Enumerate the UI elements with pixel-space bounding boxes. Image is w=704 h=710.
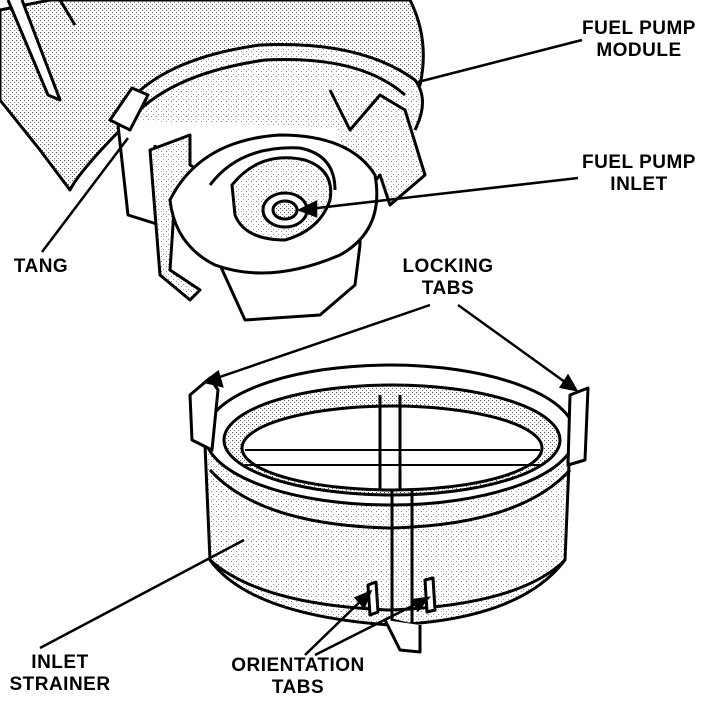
label-line: ORIENTATION <box>231 655 365 676</box>
inlet-strainer <box>188 363 590 654</box>
label-line: TABS <box>421 278 475 299</box>
leader-lines <box>39 38 583 657</box>
label-line: TABS <box>271 677 325 698</box>
label-line: MODULE <box>596 40 682 61</box>
label-line: INLET <box>31 652 89 673</box>
locking-tabs-label: LOCKING TABS <box>388 256 508 300</box>
label-line: LOCKING <box>402 256 494 277</box>
label-line: FUEL PUMP <box>582 152 696 173</box>
fuel-pump-inlet-label: FUEL PUMP INLET <box>580 152 698 196</box>
label-line: INLET <box>610 174 668 195</box>
tang-label: TANG <box>13 256 69 277</box>
label-line: STRAINER <box>9 674 111 695</box>
fuel-pump-module-label: FUEL PUMP MODULE <box>580 18 698 62</box>
orientation-tabs-label: ORIENTATION TABS <box>208 655 388 699</box>
fuel-pump-module <box>0 0 427 322</box>
inlet-strainer-label: INLET STRAINER <box>0 652 120 696</box>
label-line: FUEL PUMP <box>582 18 696 39</box>
